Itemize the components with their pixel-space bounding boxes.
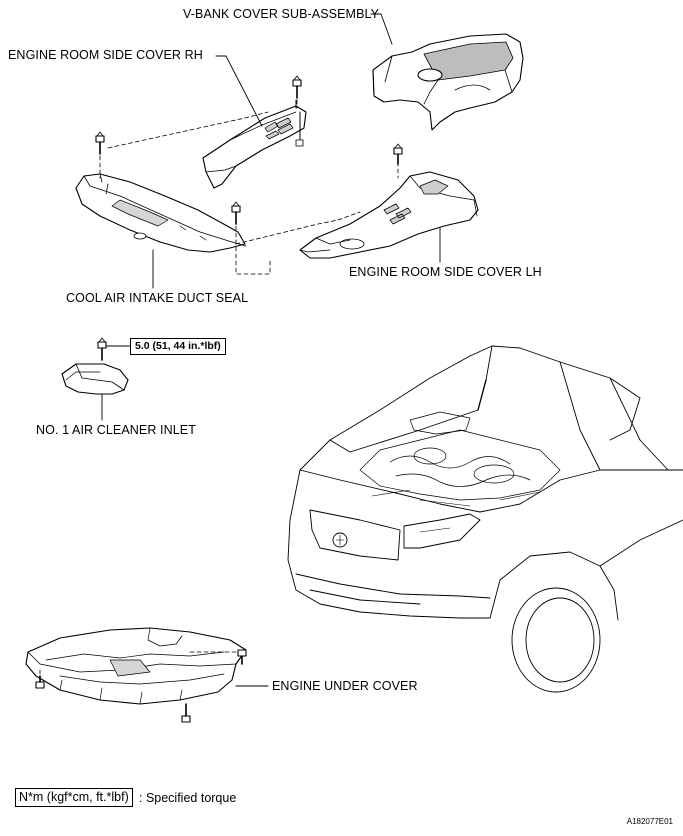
side-cover-rh-leader [215,55,263,127]
bolt-under-cover-right [237,649,247,665]
legend-torque-units: N*m (kgf*cm, ft.*lbf) [15,788,133,807]
air-cleaner-inlet-drawing [61,363,129,395]
bolt-duct-seal-right [231,201,241,225]
bolt-duct-seal-left [95,131,105,155]
label-no1-air-cleaner-inlet: NO. 1 AIR CLEANER INLET [36,423,196,437]
torque-spec-box: 5.0 (51, 44 in.*lbf) [130,338,226,355]
bolt-rh-top [292,75,302,99]
label-engine-room-side-cover-lh: ENGINE ROOM SIDE COVER LH [349,265,542,279]
v-bank-cover-drawing [372,33,524,131]
engine-under-cover-drawing [25,627,247,705]
v-bank-leader [370,13,393,45]
vehicle-drawing [287,345,683,693]
bolt-lh-top [393,143,403,165]
label-cool-air-intake-duct-seal: COOL AIR INTAKE DUCT SEAL [66,291,249,305]
under-cover-alignment-lines [39,651,239,713]
duct-seal-drawing [75,173,247,253]
label-v-bank-cover: V-BANK COVER SUB-ASSEMBLY [183,7,380,21]
bolt-air-cleaner-inlet [97,337,107,361]
legend-description: : Specified torque [139,791,237,805]
side-cover-rh-drawing [202,99,307,189]
label-engine-under-cover: ENGINE UNDER COVER [272,679,418,693]
side-cover-lh-drawing [299,171,479,259]
label-engine-room-side-cover-rh: ENGINE ROOM SIDE COVER RH [8,48,203,62]
figure-id: A182077E01 [626,817,673,826]
